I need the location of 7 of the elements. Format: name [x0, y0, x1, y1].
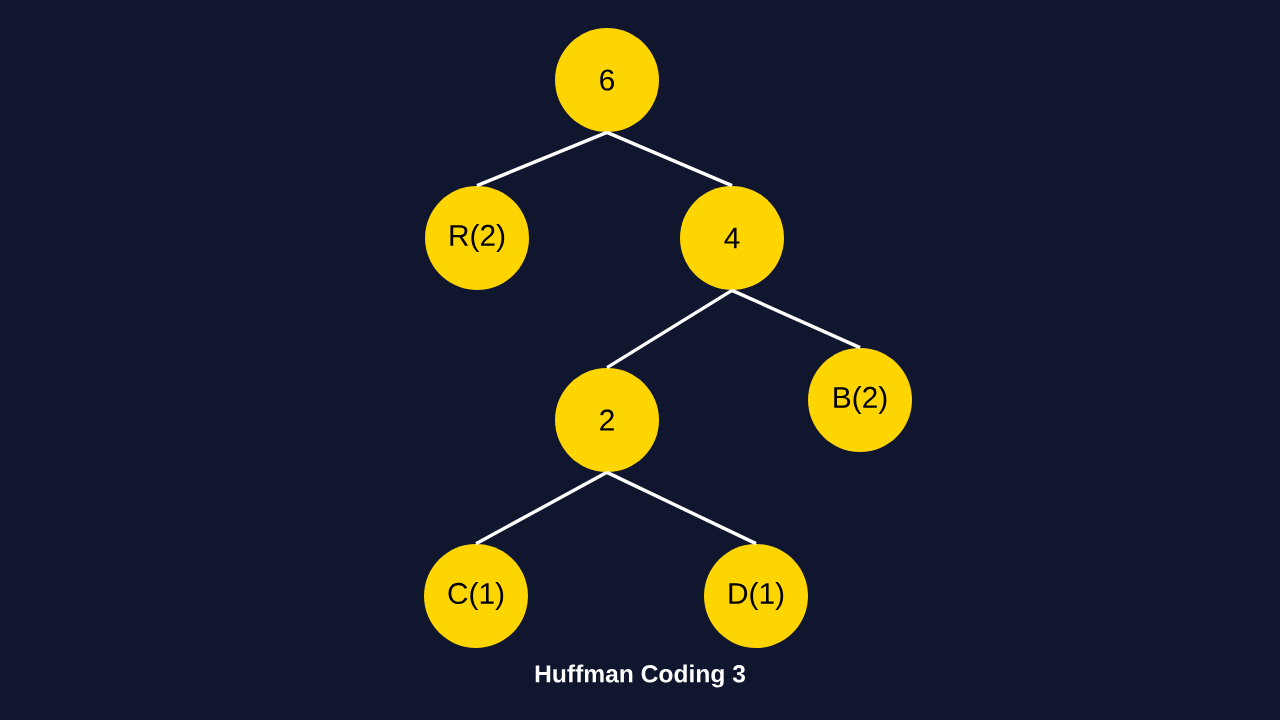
tree-edge [731, 288, 861, 350]
tree-edge [475, 470, 608, 546]
tree-edge [606, 130, 733, 188]
tree-edge [606, 470, 757, 546]
title: Huffman Coding 3 [535, 664, 745, 688]
tree-edge [476, 130, 608, 188]
tree-edge [606, 288, 733, 370]
